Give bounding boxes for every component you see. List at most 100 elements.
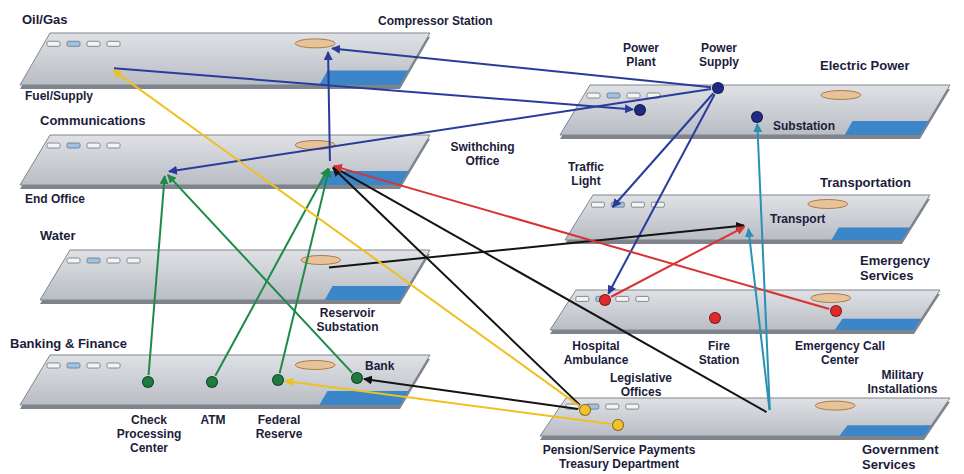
infrastructure-point: Federal Reserve xyxy=(272,374,284,386)
layer-plane: Banking & FinanceCheck Processing Center… xyxy=(20,355,430,405)
facility-icon xyxy=(67,41,80,46)
facility-icon xyxy=(87,143,100,148)
water-patch xyxy=(839,425,931,436)
point-label: Hospital Ambulance xyxy=(556,339,636,367)
facility-icon xyxy=(107,41,120,46)
infrastructure-point: ATM xyxy=(206,376,218,388)
layer-label: Government Services xyxy=(862,442,954,472)
point-label: Substation xyxy=(773,119,863,133)
point-label: Fire Station xyxy=(689,339,749,367)
facility-icon xyxy=(636,296,649,301)
facility-icon xyxy=(67,258,80,263)
facility-icon xyxy=(631,202,644,207)
facility-icon xyxy=(651,202,664,207)
point-label: Power Supply xyxy=(689,41,749,69)
layer-label: Transportation xyxy=(820,175,950,190)
infrastructure-point: Fuel/Supply xyxy=(107,65,113,71)
infrastructure-point: End Office xyxy=(162,169,168,175)
facility-icon xyxy=(647,93,660,98)
facility-icon xyxy=(607,93,620,98)
plane-top xyxy=(560,85,950,135)
point-label: Emergency Call Center xyxy=(794,339,886,367)
facility-oval xyxy=(295,141,335,150)
point-label: Traffic Light xyxy=(556,160,616,188)
point-label: ATM xyxy=(195,413,231,427)
connector xyxy=(757,124,770,410)
point-label: Federal Reserve xyxy=(245,413,313,441)
water-patch xyxy=(831,227,909,240)
infrastructure-point: Pension/Service Payments Treasury Depart… xyxy=(612,419,624,431)
infrastructure-point: Reservoir Substation xyxy=(322,265,328,271)
layer-plane: Oil/GasFuel/SupplyCompressor Station xyxy=(20,33,430,85)
facility-icon xyxy=(591,202,604,207)
facility-icon xyxy=(47,143,60,148)
infrastructure-point: Transport xyxy=(745,222,751,228)
facility-icon xyxy=(107,143,120,148)
layer-label: Communications xyxy=(40,113,180,128)
layer-plane: CommunicationsEnd OfficeSwithching Offic… xyxy=(20,135,430,185)
plane-surface xyxy=(20,33,430,91)
facility-icon xyxy=(87,41,100,46)
layer-plane: Electric PowerPower PlantPower SupplySub… xyxy=(560,85,950,135)
facility-icon xyxy=(47,41,60,46)
point-label: Fuel/Supply xyxy=(25,89,125,103)
point-label: Legislative Offices xyxy=(601,371,681,399)
water-patch xyxy=(835,319,922,330)
water-patch xyxy=(845,121,929,135)
facility-oval xyxy=(295,361,335,370)
point-label: Pension/Service Payments Treasury Depart… xyxy=(531,443,707,471)
facility-icon xyxy=(67,143,80,148)
facility-icon xyxy=(566,404,579,409)
facility-icon xyxy=(626,404,639,409)
facility-icon xyxy=(67,363,80,368)
facility-icon xyxy=(87,363,100,368)
layer-label: Water xyxy=(40,228,140,243)
infrastructure-point: Substation xyxy=(751,111,763,123)
plane-surface xyxy=(565,195,930,246)
point-label: Swithching Office xyxy=(440,140,525,168)
facility-icon xyxy=(587,93,600,98)
facility-icon xyxy=(606,404,619,409)
point-label: Transport xyxy=(770,212,850,226)
plane-top xyxy=(20,355,430,405)
layer-plane: TransportationTraffic LightTransport xyxy=(565,195,930,240)
plane-top xyxy=(20,135,430,185)
infrastructure-point: Bank xyxy=(351,372,363,384)
infrastructure-point: Power Supply xyxy=(712,82,724,94)
facility-icon xyxy=(616,296,629,301)
plane-top xyxy=(540,398,950,436)
infrastructure-point: Compressor Station xyxy=(325,45,331,51)
infrastructure-point: Hospital Ambulance xyxy=(599,294,611,306)
infrastructure-point: Check Processing Center xyxy=(142,376,154,388)
layer-label: Oil/Gas xyxy=(22,12,152,27)
infrastructure-point: Traffic Light xyxy=(607,207,613,213)
water-patch xyxy=(319,70,408,85)
facility-oval xyxy=(808,200,848,209)
layer-plane: Government ServicesLegislative OfficesMi… xyxy=(540,398,950,436)
facility-icon xyxy=(127,258,140,263)
infrastructure-point: Legislative Offices xyxy=(579,404,591,416)
facility-icon xyxy=(107,363,120,368)
water-patch xyxy=(319,171,408,185)
facility-oval xyxy=(301,256,341,265)
plane-surface xyxy=(540,398,950,442)
infrastructure-point: Emergency Call Center xyxy=(830,305,842,317)
layer-label: Emergency Services xyxy=(860,253,952,283)
plane-surface xyxy=(20,135,430,191)
plane-top xyxy=(565,195,930,240)
water-patch xyxy=(319,391,408,405)
point-label: Reservoir Substation xyxy=(305,306,390,334)
point-label: Compressor Station xyxy=(378,14,528,28)
facility-oval xyxy=(295,39,335,48)
layer-plane: WaterReservoir Substation xyxy=(40,250,430,300)
point-label: Military Installations xyxy=(855,368,950,396)
facility-icon xyxy=(87,258,100,263)
infrastructure-point: Swithching Office xyxy=(327,162,333,168)
facility-icon xyxy=(107,258,120,263)
infrastructure-point: Power Plant xyxy=(634,104,646,116)
facility-icon xyxy=(47,363,60,368)
water-patch xyxy=(325,286,409,300)
facility-icon xyxy=(576,296,589,301)
facility-icon xyxy=(627,93,640,98)
